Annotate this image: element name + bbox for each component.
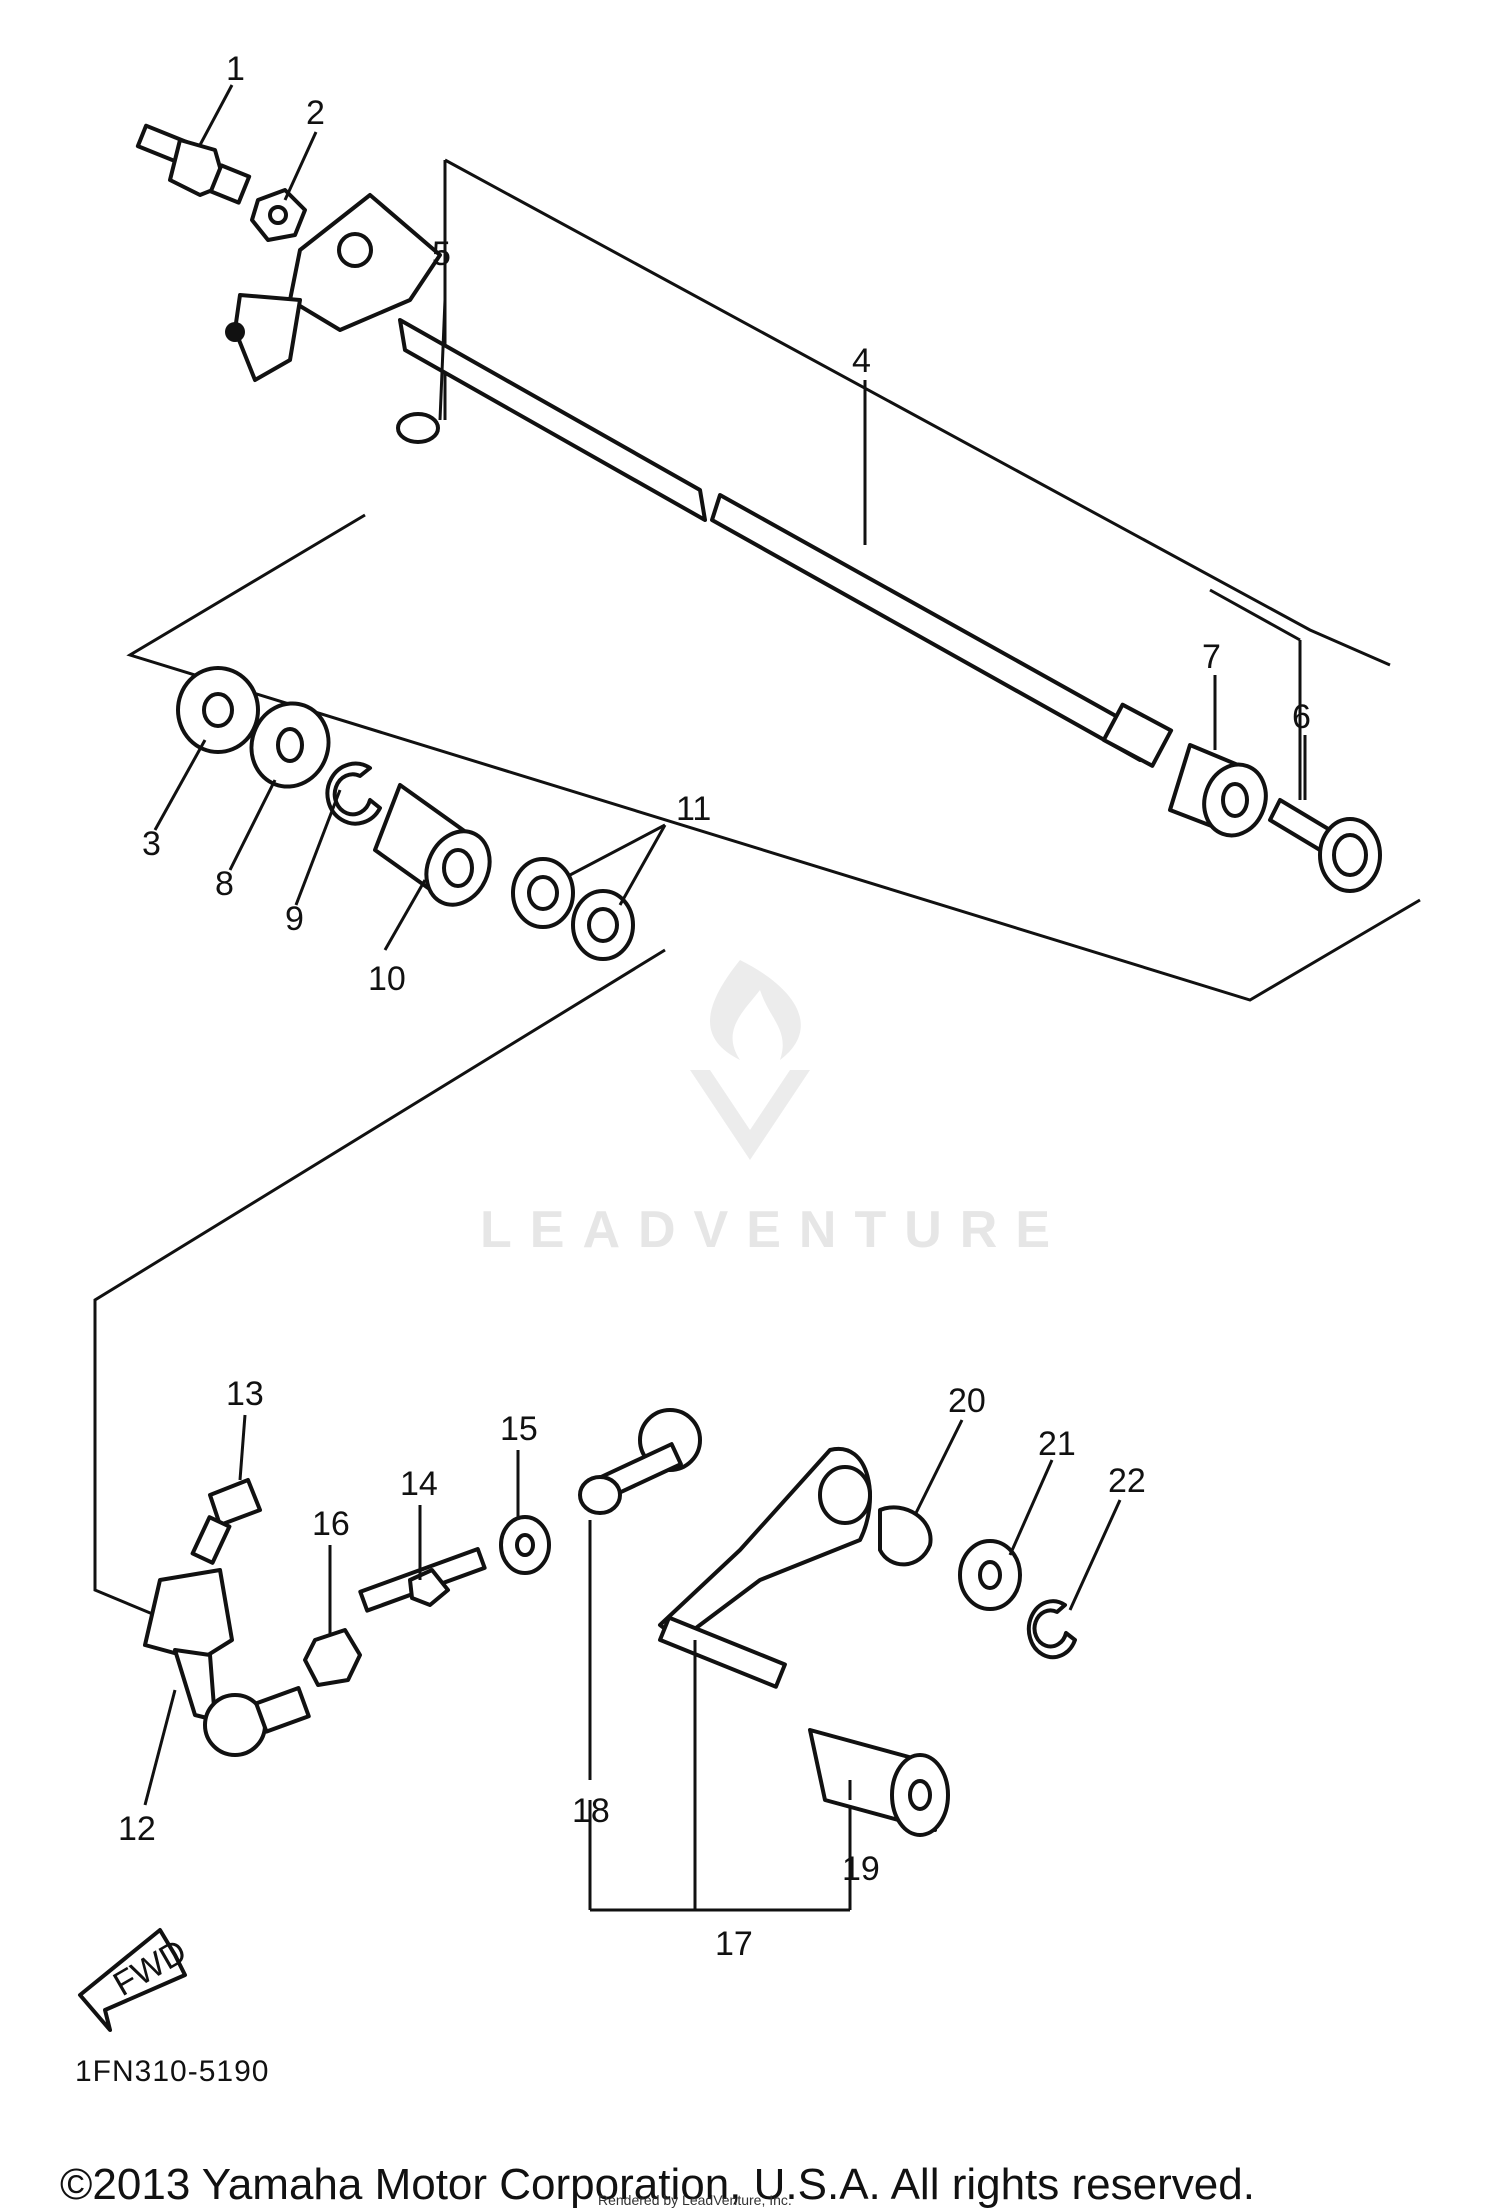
fwd-arrow: FWD — [78, 1928, 193, 2032]
callout-7: 7 — [1202, 638, 1221, 676]
part-13-bolt — [190, 1478, 262, 1565]
part-9-circlip — [325, 761, 382, 826]
callout-20: 20 — [948, 1382, 986, 1420]
part-2-nut — [250, 188, 307, 242]
part-16-nut — [303, 1628, 362, 1687]
callout-16: 16 — [312, 1505, 350, 1543]
part-11-bearings — [511, 857, 635, 961]
callout-2: 2 — [306, 94, 325, 132]
part-22-circlip — [1026, 1599, 1077, 1660]
callout-8: 8 — [215, 865, 234, 903]
part-21-washer — [958, 1539, 1022, 1611]
upper-assembly-frame — [126, 158, 1421, 1002]
part-1-bolt — [135, 123, 252, 205]
callout-labels: 1 2 3 4 5 6 7 8 9 10 11 12 13 14 15 16 1… — [118, 50, 1311, 1963]
callout-19: 19 — [842, 1850, 880, 1888]
part-5-clip — [396, 412, 440, 444]
part-20-washer — [878, 1505, 933, 1567]
part-7-collar — [1168, 743, 1268, 838]
callout-13: 13 — [226, 1375, 264, 1413]
part-18-joint — [578, 1408, 702, 1515]
callout-12: 12 — [118, 1810, 156, 1848]
shift-arm — [225, 193, 442, 382]
watermark-text: LEADVENTURE — [480, 1201, 1069, 1259]
part-6-spring — [1268, 798, 1382, 893]
part-3-oil-seal — [176, 666, 260, 754]
part-10-collar — [373, 783, 492, 907]
part-19-pedal-rubber — [808, 1728, 950, 1837]
shift-shaft — [398, 318, 1174, 768]
part-17-shift-pedal — [658, 1446, 872, 1689]
callout-21: 21 — [1038, 1425, 1076, 1463]
callout-22: 22 — [1108, 1462, 1146, 1500]
leader-lines — [143, 84, 1307, 1910]
watermark-logo — [690, 960, 810, 1160]
callout-4: 4 — [852, 342, 871, 380]
drawing-code: 1FN310-5190 — [75, 2055, 270, 2088]
part-15-nut — [499, 1515, 551, 1575]
callout-3: 3 — [142, 825, 161, 863]
callout-14: 14 — [400, 1465, 438, 1503]
callout-15: 15 — [500, 1410, 538, 1448]
callout-5: 5 — [432, 235, 451, 273]
part-14-rod — [358, 1547, 487, 1613]
rendered-by-note: Rendered by LeadVenture, Inc. — [598, 2192, 792, 2208]
callout-11: 11 — [676, 790, 711, 828]
callout-17: 17 — [715, 1925, 753, 1963]
callout-6: 6 — [1292, 698, 1311, 736]
copyright-notice: ©2013 Yamaha Motor Corporation, U.S.A. A… — [60, 2160, 1255, 2209]
callout-9: 9 — [285, 900, 304, 938]
part-8-washer — [249, 701, 331, 789]
lower-assembly-frame — [93, 948, 852, 1912]
callout-18: 18 — [572, 1792, 610, 1830]
callout-1: 1 — [226, 50, 245, 88]
part-12-joint — [143, 1568, 311, 1757]
callout-10: 10 — [368, 960, 406, 998]
